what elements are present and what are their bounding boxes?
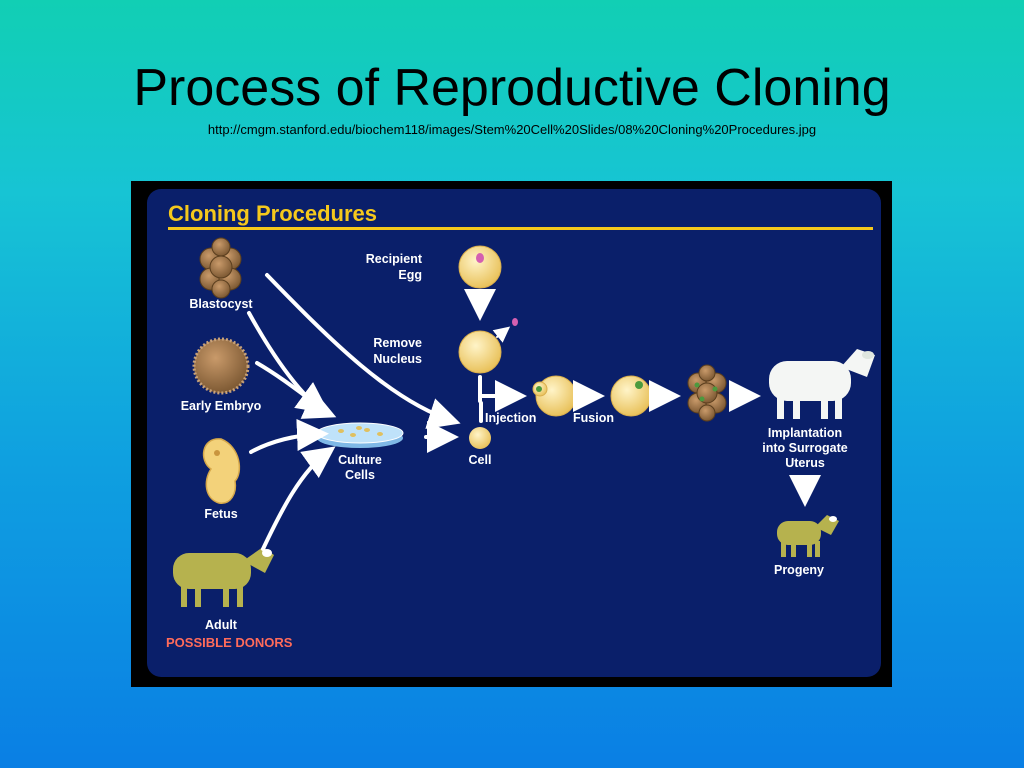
arrow-adult-to-culture: [261, 446, 336, 551]
progeny-label: Progeny: [774, 563, 824, 577]
image-source-url: http://cmgm.stanford.edu/biochem118/imag…: [207, 122, 817, 137]
panel-title: Cloning Procedures: [168, 201, 377, 226]
blastocyst-label: Blastocyst: [189, 297, 253, 311]
diagram-panel: [147, 189, 881, 677]
title-underline: [168, 227, 873, 230]
fetus-icon: [202, 438, 241, 504]
uterus-label: Uterus: [785, 456, 825, 470]
progeny-sheep-icon: [777, 515, 839, 557]
implantation-label: Implantation: [768, 426, 842, 440]
blastocyst-icon: [199, 237, 242, 299]
cell-icon: [469, 427, 491, 449]
recipient-label: Recipient: [366, 252, 423, 266]
injection-label: Injection: [485, 411, 536, 425]
fused-egg-icon: [610, 375, 652, 417]
removed-nucleus-icon: [512, 318, 518, 326]
enucleated-egg-icon: [458, 330, 502, 374]
remove-label: Remove: [373, 336, 422, 350]
slide-title: Process of Reproductive Cloning: [133, 59, 891, 117]
cloning-figure: Cloning Procedures Blastocyst Early Embr…: [131, 181, 892, 687]
adult-label: Adult: [205, 618, 238, 632]
into-surrogate-label: into Surrogate: [762, 441, 847, 455]
possible-donors-caption: POSSIBLE DONORS: [166, 635, 293, 650]
fusion-label: Fusion: [573, 411, 614, 425]
fetus-label: Fetus: [204, 507, 237, 521]
cell-label: Cell: [469, 453, 492, 467]
cells-label: Cells: [345, 468, 375, 482]
early-embryo-icon: [192, 337, 250, 395]
recipient-egg-icon: [458, 245, 502, 289]
arrow-nucleus-out: [492, 326, 511, 343]
culture-dish-icon: [316, 422, 404, 448]
nucleus-label: Nucleus: [373, 352, 422, 366]
arrow-embryo-to-culture: [255, 361, 330, 414]
arrow-blastocyst-to-cell: [265, 273, 461, 429]
early-embryo-label: Early Embryo: [181, 399, 262, 413]
adult-sheep-icon: [173, 547, 274, 607]
injected-egg-icon: [532, 375, 577, 417]
egg-label: Egg: [398, 268, 422, 282]
arrow-fetus-to-culture: [249, 418, 329, 454]
surrogate-sheep-icon: [769, 349, 875, 419]
cloned-embryo-icon: [687, 364, 727, 422]
culture-label: Culture: [338, 453, 382, 467]
cloning-diagram: Cloning Procedures Blastocyst Early Embr…: [166, 201, 875, 650]
